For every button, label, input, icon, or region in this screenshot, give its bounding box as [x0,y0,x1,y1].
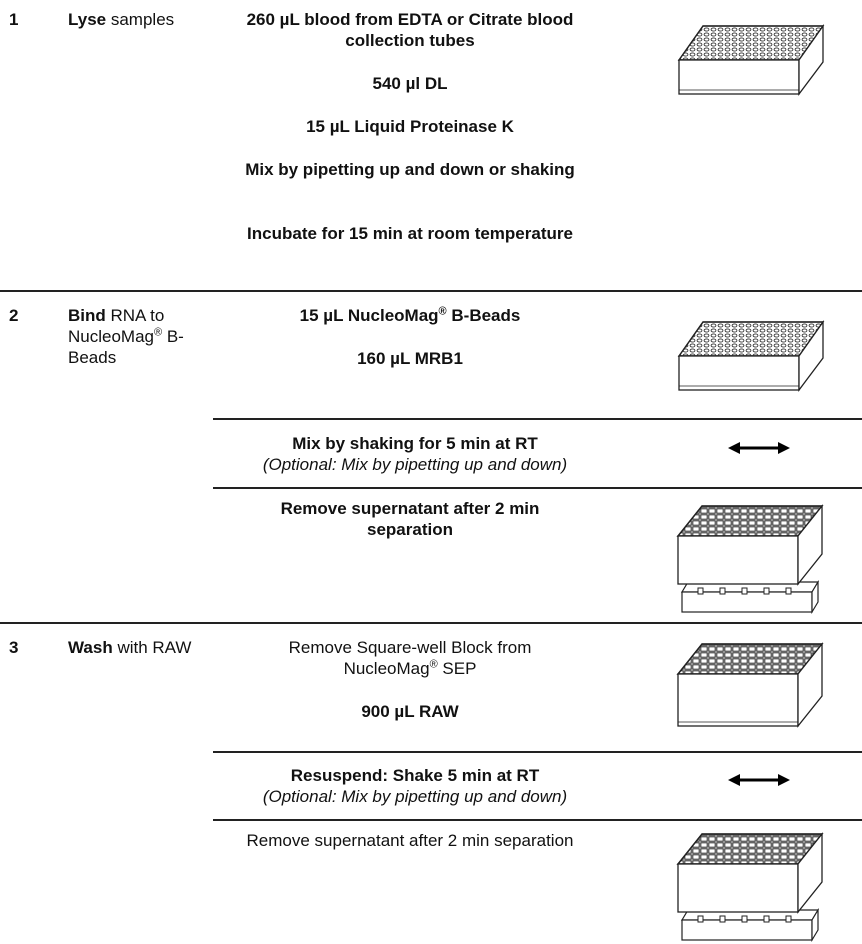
plate-icon [676,642,824,728]
step-1-instruction: 540 µl DL [372,74,448,93]
step-2-number: 2 [9,306,19,325]
step-3-label: Wash with RAW [68,638,192,657]
step-1-instruction: 15 µL Liquid Proteinase K [306,117,514,136]
step-1-label: Lyse samples [68,10,175,29]
double-arrow-icon [728,774,790,786]
step-2-instruction: 160 µL MRB1 [357,349,463,368]
step-1-instruction: Incubate for 15 min at room temperature [247,224,573,243]
divider [0,622,862,624]
divider [213,819,862,821]
divider [0,290,862,292]
step-2-instruction: 15 µL NucleoMag® B-Beads [299,305,521,325]
step-2-label: Bind RNA to NucleoMag® B-Beads [68,306,184,367]
step-1-instruction: 260 µL blood from EDTA or Citrate blood … [246,10,574,50]
double-arrow-icon [728,442,790,454]
divider [213,418,862,420]
step-3-raw: 900 µL RAW [361,702,459,721]
divider [213,751,862,753]
step-3-resuspend-optional: (Optional: Mix by pipetting up and down) [262,787,568,806]
step-2-mix: Mix by shaking for 5 min at RT [292,434,538,453]
plate-icon [677,319,825,392]
step-2-remove: Remove supernatant after 2 min separatio… [280,499,540,539]
plate-on-magnetic-separator-icon [676,504,824,615]
step-3-resuspend: Resuspend: Shake 5 min at RT [290,766,540,785]
step-2-mix-optional: (Optional: Mix by pipetting up and down) [262,455,568,474]
plate-on-magnetic-separator-icon [676,832,824,943]
step-3-remove: Remove supernatant after 2 min separatio… [246,831,574,850]
plate-icon [677,23,825,96]
step-1-instruction: Mix by pipetting up and down or shaking [245,160,575,179]
divider [213,487,862,489]
step-1-number: 1 [9,10,19,29]
step-3-number: 3 [9,638,19,657]
